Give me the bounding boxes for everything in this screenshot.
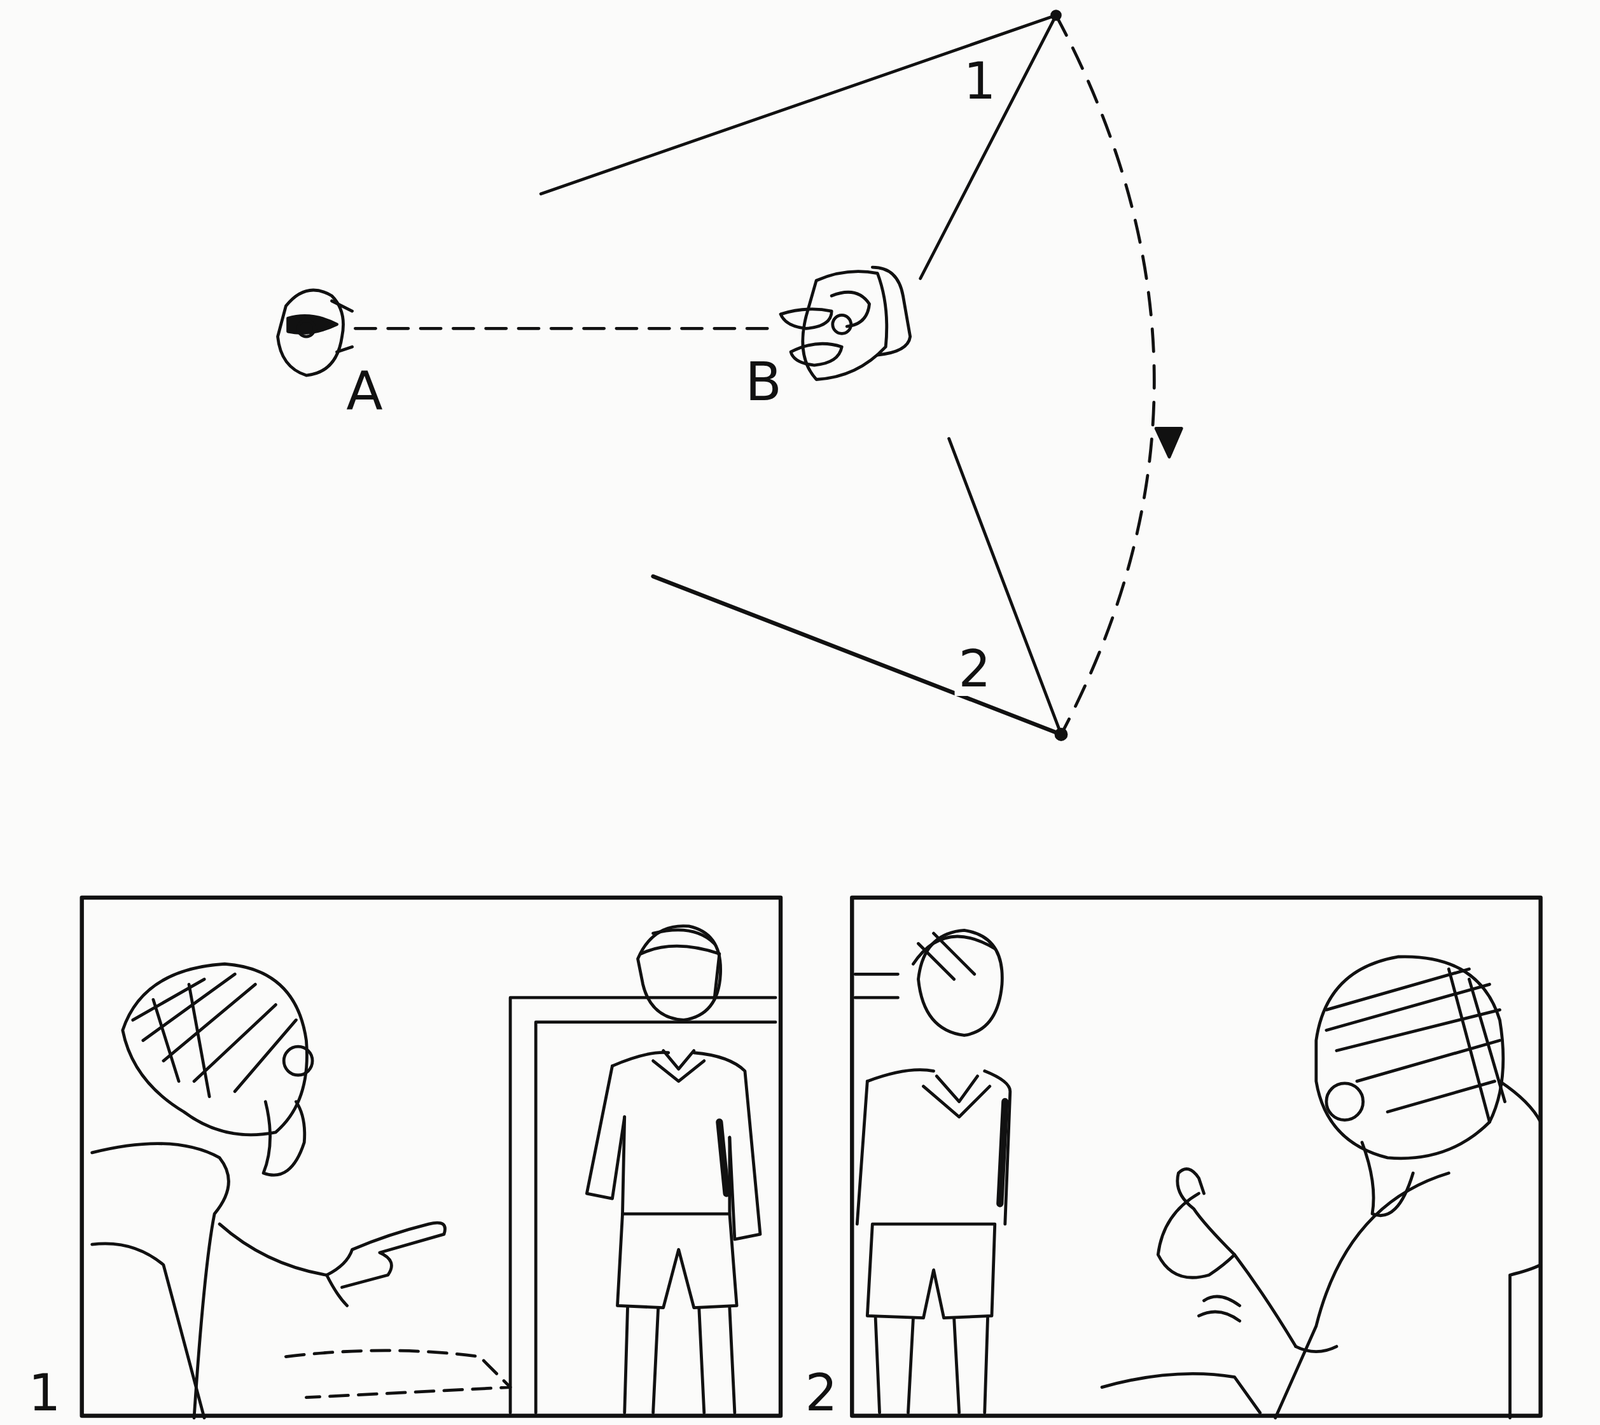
actor-a-topview — [278, 290, 353, 376]
camera-angle-1 — [540, 11, 1060, 279]
panel-frame — [851, 897, 1541, 1417]
camera-move-arc — [1056, 15, 1155, 735]
camera-angle-2 — [653, 438, 1067, 740]
eye-line — [354, 326, 776, 331]
seated-man-back — [1101, 956, 1541, 1419]
camera-number: 1 — [960, 54, 1001, 109]
panel-number: 1 — [24, 1366, 65, 1420]
arrowhead — [1155, 428, 1182, 457]
seated-man — [92, 963, 511, 1419]
actor-b-topview — [780, 267, 911, 380]
panel-frame — [82, 897, 781, 1417]
actor-letter: A — [342, 363, 387, 420]
actor-letter: B — [741, 353, 786, 410]
standing-boy — [855, 930, 1011, 1413]
doorway — [510, 997, 776, 1413]
standing-boy — [586, 926, 761, 1413]
panel-number: 2 — [801, 1366, 842, 1420]
camera-number: 2 — [954, 642, 995, 696]
